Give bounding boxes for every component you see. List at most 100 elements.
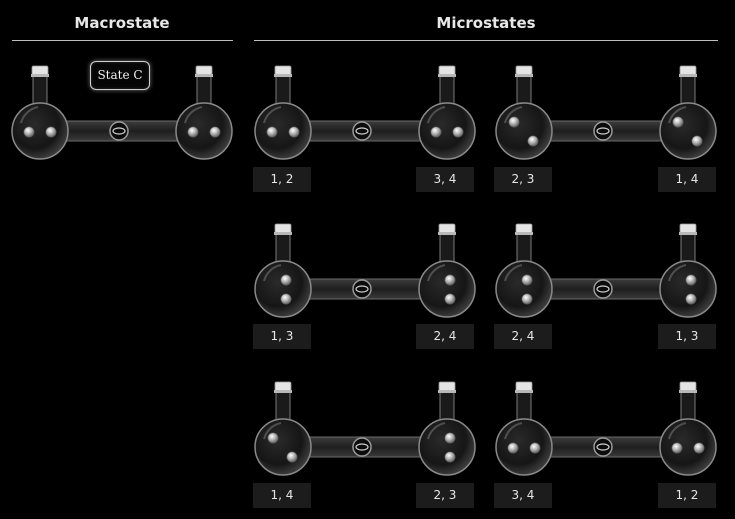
- gas-particle: [23, 126, 35, 138]
- left-flask-highlight: [20, 106, 39, 124]
- right-flask-stopper-rim: [438, 74, 456, 77]
- left-flask-neck: [32, 75, 48, 105]
- gas-particle: [527, 135, 539, 147]
- gas-particle: [444, 274, 456, 286]
- right-flask-neck: [439, 233, 455, 263]
- flask-apparatus: [254, 223, 476, 318]
- microstate-left-label: 1, 3: [253, 324, 311, 349]
- macrostate-heading: Macrostate: [74, 14, 170, 32]
- right-flask-neck: [439, 391, 455, 421]
- gas-particle: [685, 274, 697, 286]
- left-flask-neck: [516, 233, 532, 263]
- left-flask-stopper-rim: [274, 390, 292, 393]
- flask-apparatus: [254, 65, 476, 160]
- right-flask-highlight: [184, 106, 203, 124]
- left-flask-stopper: [515, 65, 533, 76]
- left-flask-highlight: [504, 264, 523, 282]
- gas-particle: [209, 126, 221, 138]
- flask-apparatus: [11, 65, 233, 160]
- left-flask-neck: [516, 75, 532, 105]
- stopcock-handle: [355, 127, 369, 135]
- gas-particle: [267, 432, 279, 444]
- gas-particle: [685, 293, 697, 305]
- microstate-left-label: 2, 3: [494, 167, 552, 192]
- microstate-apparatus: [253, 378, 477, 482]
- left-flask-bulb: [11, 102, 69, 160]
- left-flask-stopper-rim: [515, 232, 533, 235]
- stopcock-valve: [593, 121, 613, 141]
- microstate-left-label: 3, 4: [494, 483, 552, 508]
- stopcock-valve: [352, 437, 372, 457]
- microstate-right-label: 1, 4: [658, 167, 716, 192]
- stopcock-valve: [593, 279, 613, 299]
- gas-particle: [444, 432, 456, 444]
- right-flask-stopper: [438, 223, 456, 234]
- left-flask-neck: [275, 233, 291, 263]
- right-flask-bulb: [659, 260, 717, 318]
- left-flask-stopper-rim: [31, 74, 49, 77]
- flask-apparatus: [495, 65, 717, 160]
- gas-particle: [529, 442, 541, 454]
- left-flask-stopper-rim: [515, 390, 533, 393]
- gas-particle: [693, 442, 705, 454]
- stopcock-handle: [596, 127, 610, 135]
- right-flask-stopper: [438, 65, 456, 76]
- left-flask-stopper-rim: [515, 74, 533, 77]
- left-flask-bulb: [254, 260, 312, 318]
- gas-particle: [444, 451, 456, 463]
- microstate-apparatus: [253, 62, 477, 166]
- left-flask-highlight: [504, 106, 523, 124]
- gas-particle: [45, 126, 57, 138]
- stopcock-handle: [355, 285, 369, 293]
- right-flask-stopper-rim: [195, 74, 213, 77]
- gas-particle: [430, 126, 442, 138]
- right-flask-stopper-rim: [438, 390, 456, 393]
- right-flask-bulb: [418, 260, 476, 318]
- right-flask-neck: [680, 75, 696, 105]
- right-flask-stopper: [195, 65, 213, 76]
- microstate-apparatus: [494, 378, 718, 482]
- flask-apparatus: [495, 223, 717, 318]
- gas-particle: [691, 135, 703, 147]
- stopcock-valve: [352, 279, 372, 299]
- left-flask-stopper-rim: [274, 232, 292, 235]
- left-flask-stopper: [274, 223, 292, 234]
- flask-apparatus: [495, 381, 717, 476]
- gas-particle: [521, 293, 533, 305]
- gas-particle: [672, 116, 684, 128]
- gas-particle: [286, 451, 298, 463]
- macrostate-apparatus: [10, 62, 234, 166]
- left-flask-stopper: [515, 381, 533, 392]
- stopcock-valve: [352, 121, 372, 141]
- gas-particle: [671, 442, 683, 454]
- macrostate-divider: [12, 40, 233, 41]
- stopcock-valve: [109, 121, 129, 141]
- microstates-divider: [254, 40, 718, 41]
- microstate-right-label: 1, 2: [658, 483, 716, 508]
- microstate-right-label: 1, 3: [658, 324, 716, 349]
- stopcock-handle: [355, 443, 369, 451]
- left-flask-bulb: [495, 102, 553, 160]
- gas-particle: [266, 126, 278, 138]
- left-flask-neck: [275, 391, 291, 421]
- left-flask-bulb: [495, 260, 553, 318]
- left-flask-bulb: [495, 418, 553, 476]
- microstate-apparatus: [253, 220, 477, 324]
- microstate-left-label: 1, 4: [253, 483, 311, 508]
- gas-particle: [280, 274, 292, 286]
- right-flask-bulb: [175, 102, 233, 160]
- state-c-button[interactable]: State C: [90, 61, 150, 90]
- right-flask-stopper: [679, 223, 697, 234]
- stopcock-handle: [112, 127, 126, 135]
- microstates-heading: Microstates: [436, 14, 536, 32]
- right-flask-bulb: [418, 418, 476, 476]
- right-flask-highlight: [427, 422, 446, 440]
- right-flask-stopper-rim: [679, 232, 697, 235]
- stopcock-valve: [593, 437, 613, 457]
- gas-particle: [187, 126, 199, 138]
- gas-particle: [508, 116, 520, 128]
- right-flask-highlight: [668, 422, 687, 440]
- microstate-left-label: 1, 2: [253, 167, 311, 192]
- microstate-apparatus: [494, 62, 718, 166]
- gas-particle: [521, 274, 533, 286]
